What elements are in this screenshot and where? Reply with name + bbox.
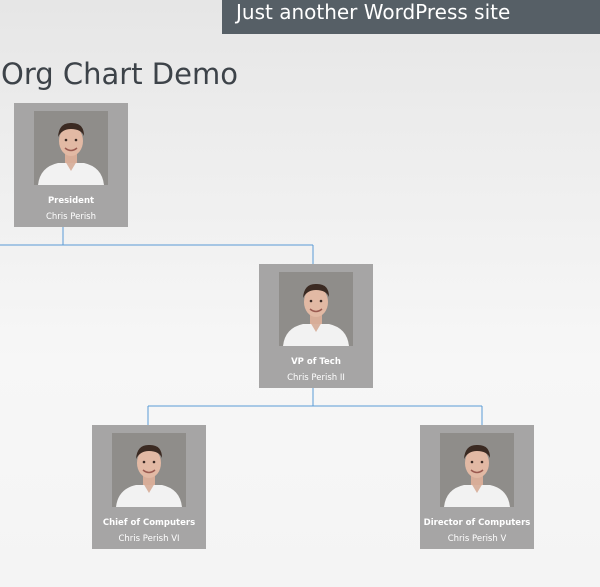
node-title: Chief of Computers	[102, 518, 196, 528]
node-name: Chris Perish V	[447, 534, 507, 544]
site-tagline: Just another WordPress site	[236, 0, 511, 24]
person-photo-icon	[34, 111, 108, 185]
org-node-president[interactable]: President Chris Perish	[14, 103, 128, 227]
person-photo-icon	[112, 433, 186, 507]
person-photo-icon	[440, 433, 514, 507]
org-node-vp-tech[interactable]: VP of Tech Chris Perish II	[259, 264, 373, 388]
person-photo-icon	[279, 272, 353, 346]
site-tagline-bar: Just another WordPress site	[222, 0, 600, 34]
node-name: Chris Perish	[45, 212, 97, 222]
node-name: Chris Perish VI	[118, 534, 180, 544]
node-name: Chris Perish II	[287, 373, 345, 383]
org-node-chief-of-computers[interactable]: Chief of Computers Chris Perish VI	[92, 425, 206, 549]
node-title: President	[47, 196, 95, 206]
node-title: Director of Computers	[423, 518, 531, 528]
page-title: Org Chart Demo	[1, 57, 238, 91]
node-title: VP of Tech	[291, 357, 341, 367]
org-node-director-of-computers[interactable]: Director of Computers Chris Perish V	[420, 425, 534, 549]
